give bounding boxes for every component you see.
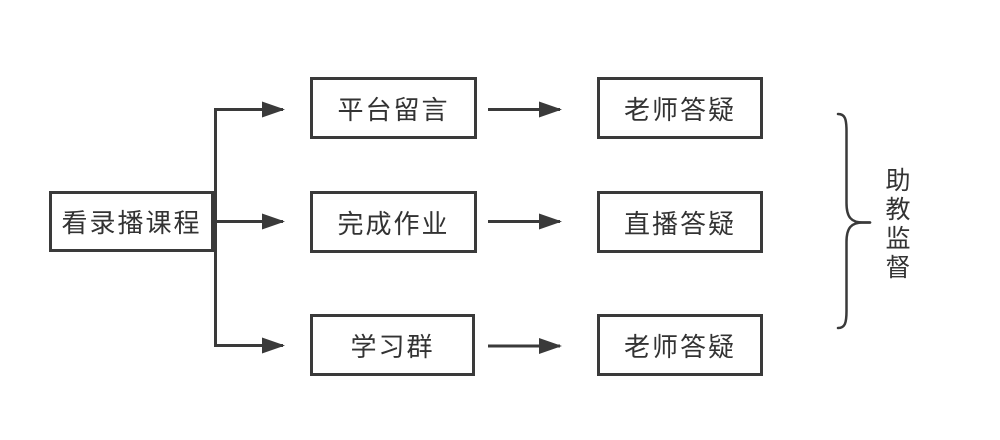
arrow-root-to-study-group: [214, 222, 285, 354]
node-study-group: 学习群: [310, 314, 475, 376]
node-label: 平台留言: [337, 94, 450, 125]
node-label: 老师答疑: [623, 94, 736, 125]
arrow-root-to-platform-comments: [214, 101, 285, 222]
node-label: 直播答疑: [623, 208, 736, 239]
node-teacher-answers-top: 老师答疑: [597, 77, 763, 139]
node-label: 老师答疑: [623, 331, 736, 362]
brace-label-assistant-supervision: 助教监督: [882, 167, 910, 283]
node-teacher-answers-bottom: 老师答疑: [597, 314, 763, 376]
node-finish-homework: 完成作业: [310, 191, 477, 253]
node-label: 学习群: [350, 331, 435, 362]
node-platform-comments: 平台留言: [310, 77, 477, 139]
node-watch-recorded-lessons: 看录播课程: [49, 191, 214, 252]
node-label: 完成作业: [337, 208, 450, 239]
node-live-answers: 直播答疑: [597, 191, 763, 253]
curly-brace: [836, 221, 872, 330]
node-label: 看录播课程: [61, 208, 202, 238]
curly-brace: [836, 112, 872, 224]
